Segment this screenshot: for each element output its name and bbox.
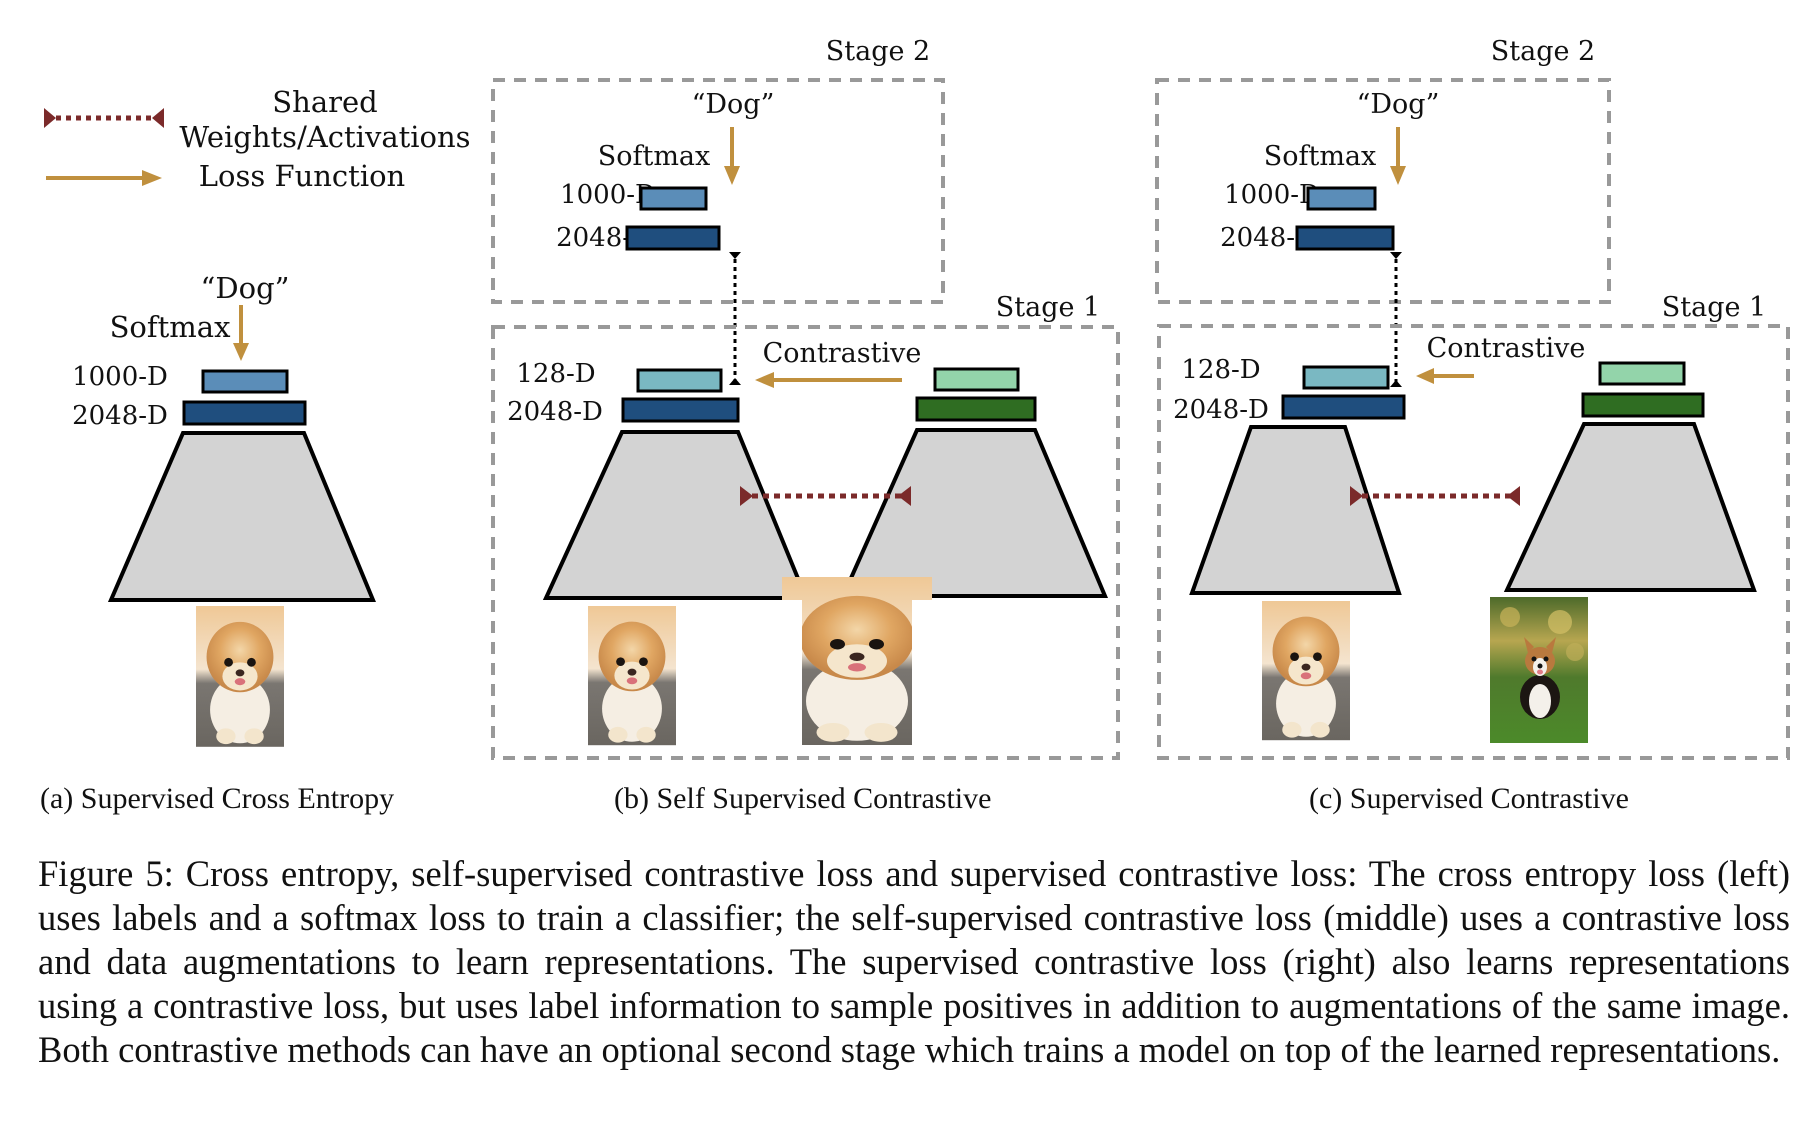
softmax-label: Softmax — [110, 310, 231, 344]
softmax-layer-box — [1306, 186, 1377, 211]
feature-layer-box — [1295, 225, 1395, 251]
legend-shared-label-line1: Shared — [272, 85, 377, 119]
dim-128-label: 128-D — [516, 359, 595, 389]
subcaption-a: (a) Supervised Cross Entropy — [40, 782, 395, 815]
encoder-network-left — [542, 430, 809, 600]
projection-layer-box — [1598, 361, 1686, 386]
encoder-network-right — [1503, 422, 1757, 592]
subcaption-b: (b) Self Supervised Contrastive — [614, 782, 992, 815]
shared-weights-arrow-icon — [740, 486, 911, 506]
stage-connector — [729, 252, 741, 385]
feature-layer-box — [915, 396, 1037, 422]
loss-arrow-icon — [233, 305, 249, 361]
loss-arrow-icon — [755, 372, 902, 388]
target-label: “Dog” — [1357, 89, 1440, 120]
softmax-layer-box — [201, 369, 289, 394]
dim-128-label: 128-D — [1181, 355, 1260, 385]
dim-2048-label: 2048-D — [507, 397, 603, 427]
stage2-title: Stage 2 — [826, 36, 930, 67]
loss-arrow-icon — [46, 170, 162, 186]
pomeranian-photo — [1262, 601, 1350, 741]
contrastive-label: Contrastive — [763, 338, 922, 369]
encoder-network-right — [839, 428, 1109, 598]
projection-layer-box — [636, 368, 723, 393]
contrastive-label: Contrastive — [1427, 333, 1586, 364]
dotted-double-arrow-icon — [44, 108, 164, 128]
softmax-layer-box — [639, 186, 708, 211]
stage1-box — [491, 325, 1120, 760]
encoder-network-left — [1189, 425, 1402, 595]
pomeranian-photo — [588, 606, 676, 746]
loss-arrow-icon — [1416, 368, 1474, 384]
encoder-network — [107, 431, 376, 602]
stage2-title: Stage 2 — [1491, 36, 1595, 67]
target-label: “Dog” — [201, 271, 290, 305]
panel-a-supervised-cross-entropy: “Dog” Softmax 1000-D 2048-D — [72, 271, 376, 747]
legend-loss-label: Loss Function — [199, 159, 405, 193]
subcaption-c: (c) Supervised Contrastive — [1309, 782, 1629, 815]
projection-layer-box — [1302, 365, 1390, 390]
feature-layer-box — [625, 225, 721, 251]
stage1-box — [1157, 324, 1790, 760]
panel-b-self-supervised-contrastive: Stage 2 “Dog” Softmax 1000-D 2048-D Stag… — [491, 36, 1120, 760]
dim-1000-label: 1000-D — [72, 362, 168, 392]
legend-shared-label-line2: Weights/Activations — [179, 120, 470, 154]
softmax-label: Softmax — [1264, 141, 1377, 172]
projection-layer-box — [933, 367, 1020, 392]
feature-layer-box — [1281, 394, 1406, 420]
stage-connector — [1390, 252, 1402, 387]
stage1-title: Stage 1 — [996, 292, 1100, 323]
dim-2048-label: 2048-D — [72, 401, 168, 431]
panel-c-supervised-contrastive: Stage 2 “Dog” Softmax 1000-D 2048-D Stag… — [1155, 36, 1790, 760]
stage1-title: Stage 1 — [1662, 292, 1766, 323]
feature-layer-box — [621, 397, 740, 423]
dim-2048-label: 2048-D — [1173, 395, 1269, 425]
figure-caption: Figure 5: Cross entropy, self-supervised… — [38, 853, 1790, 1070]
pomeranian-photo — [196, 606, 284, 747]
softmax-label: Softmax — [598, 141, 711, 172]
loss-arrow-icon — [1390, 127, 1406, 185]
pomeranian-closeup-photo — [782, 577, 932, 745]
figure-diagram: Shared Weights/Activations Loss Function… — [44, 36, 1790, 760]
feature-layer-box — [182, 400, 307, 426]
corgi-photo — [1490, 597, 1588, 743]
feature-layer-box — [1581, 392, 1705, 418]
legend: Shared Weights/Activations Loss Function — [44, 85, 471, 193]
loss-arrow-icon — [724, 127, 740, 185]
dim-1000-label: 1000-D — [1224, 180, 1320, 210]
target-label: “Dog” — [692, 89, 775, 120]
shared-weights-arrow-icon — [1350, 486, 1520, 506]
